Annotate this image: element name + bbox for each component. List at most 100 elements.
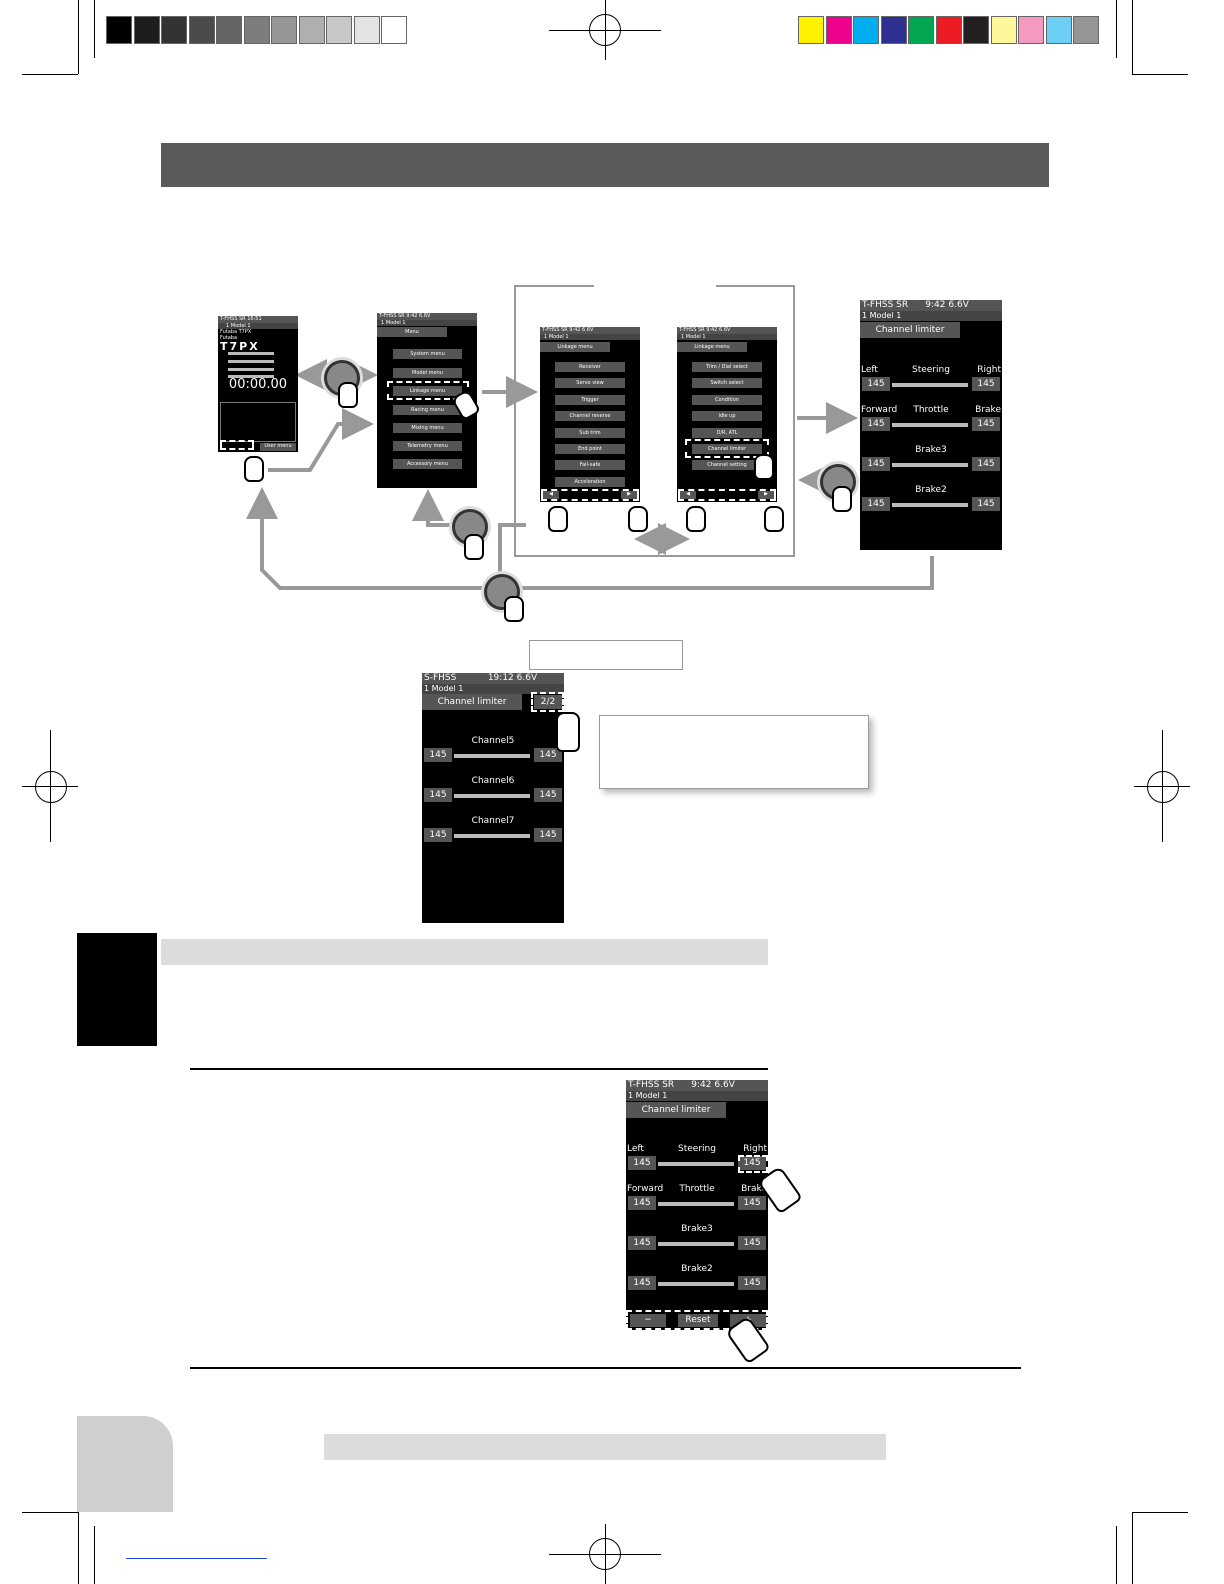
menu-item-telemetry[interactable]: Telemetry menu	[393, 441, 462, 451]
status-bar: S-FHSS 19:12 6.6V	[422, 673, 564, 684]
left-limit-value[interactable]: 145	[424, 748, 452, 762]
crop-mark	[1132, 1512, 1133, 1584]
menu-item-mixing[interactable]: Mixing menu	[393, 423, 462, 433]
right-limit-value[interactable]: 145	[738, 1236, 766, 1250]
channel-name: Channel6	[471, 776, 515, 786]
right-limit-value[interactable]: 145	[534, 828, 562, 842]
menu-item-servo-view[interactable]: Servo view	[555, 378, 625, 388]
color-swatch	[188, 16, 215, 44]
section-header-bar	[161, 143, 1049, 187]
hand-pointer-icon	[686, 506, 706, 532]
crop-mark	[1132, 1512, 1188, 1513]
touch-area-highlight	[738, 1155, 768, 1173]
left-limit-value[interactable]: 145	[862, 417, 890, 431]
color-swatch	[935, 16, 962, 44]
trim-bar	[228, 368, 274, 371]
menu-item-racing[interactable]: Racing menu	[393, 405, 462, 415]
page-indicator-button[interactable]: 2/2	[534, 695, 562, 709]
hand-pointer-icon	[338, 382, 358, 408]
clock: 19:12	[487, 673, 514, 683]
color-swatch	[1045, 16, 1072, 44]
touch-area-highlight	[531, 692, 564, 712]
next-page-button[interactable]: ▶	[758, 491, 774, 499]
menu-item-channel-limiter[interactable]: Channel limiter	[692, 444, 762, 454]
menu-item-channel-setting[interactable]: Channel setting	[692, 460, 762, 470]
decrease-button[interactable]: −	[630, 1314, 666, 1327]
right-limit-value[interactable]: 145	[972, 377, 1000, 391]
right-limit-value[interactable]: 145	[972, 417, 1000, 431]
menu-item-idle-up[interactable]: Idle up	[692, 411, 762, 421]
left-limit-value[interactable]: 145	[628, 1156, 656, 1170]
left-label: Forward	[627, 1184, 664, 1194]
right-label: Right	[977, 365, 1001, 375]
menu-item-condition[interactable]: Condition	[692, 395, 762, 405]
menu-item-receiver[interactable]: Receiver	[555, 362, 625, 372]
prev-page-button[interactable]: ◀	[543, 491, 559, 499]
left-limit-value[interactable]: 145	[628, 1276, 656, 1290]
left-limit-value[interactable]: 145	[424, 828, 452, 842]
color-swatch	[271, 16, 297, 44]
left-limit-value[interactable]: 145	[862, 377, 890, 391]
status-bar: T-FHSS SR 9:42 6.6V	[677, 327, 777, 334]
chapter-side-tab	[77, 933, 157, 1046]
color-swatch	[908, 16, 934, 44]
menu-item-dr-atl[interactable]: D/R, ATL	[692, 428, 762, 438]
status-bar: T-FHSS SR 9:42 6.6V	[540, 327, 640, 334]
right-limit-value[interactable]: 145	[972, 497, 1000, 511]
menu-item-channel-reverse[interactable]: Channel reverse	[555, 411, 625, 421]
user-menu-button[interactable]: User menu	[260, 443, 296, 451]
status-text: T-FHSS SR	[862, 300, 909, 310]
left-limit-value[interactable]: 145	[862, 457, 890, 471]
status-text: T-FHSS SR	[542, 327, 568, 333]
color-swatch	[381, 16, 407, 44]
limit-range-bar	[658, 1282, 734, 1286]
next-page-button[interactable]: ▶	[621, 491, 637, 499]
left-limit-value[interactable]: 145	[424, 788, 452, 802]
right-limit-value[interactable]: 145	[738, 1276, 766, 1290]
menu-item-trim-dial-select[interactable]: Trim / Dial select	[692, 362, 762, 372]
right-limit-value[interactable]: 145	[534, 748, 562, 762]
menu-item-linkage[interactable]: Linkage menu	[393, 386, 462, 396]
color-swatch	[1073, 16, 1099, 44]
timer[interactable]: 00:00.00	[228, 377, 288, 392]
screen-title: Channel limiter	[626, 1102, 726, 1118]
menu-item-fail-safe[interactable]: Fail-safe	[555, 460, 625, 470]
color-swatch	[798, 16, 824, 44]
right-limit-value[interactable]: 145	[972, 457, 1000, 471]
right-limit-value[interactable]: 145	[738, 1156, 766, 1170]
registration-target	[549, 1524, 661, 1584]
limit-range-bar	[658, 1162, 734, 1166]
left-limit-value[interactable]: 145	[862, 497, 890, 511]
footer-link-line	[126, 1558, 267, 1559]
menu-item-system[interactable]: System menu	[393, 349, 462, 359]
menu-item-trigger[interactable]: Trigger	[555, 395, 625, 405]
screen-title: Linkage menu	[540, 342, 610, 352]
right-label: Right	[743, 1144, 767, 1154]
hand-pointer-icon	[556, 712, 580, 752]
touch-area-highlight	[387, 381, 469, 400]
prev-page-button[interactable]: ◀	[680, 491, 696, 499]
reset-button[interactable]: Reset	[678, 1314, 718, 1327]
page-number-tab	[77, 1416, 173, 1512]
left-limit-value[interactable]: 145	[628, 1236, 656, 1250]
right-limit-value[interactable]: 145	[534, 788, 562, 802]
trim-bar	[228, 375, 274, 378]
channel-name: Brake3	[915, 445, 947, 455]
hand-pointer-icon	[504, 596, 524, 622]
channel-name: Throttle	[913, 405, 949, 415]
right-limit-value[interactable]: 145	[738, 1196, 766, 1210]
menu-item-end-point[interactable]: End point	[555, 444, 625, 454]
menu-item-switch-select[interactable]: Switch select	[692, 378, 762, 388]
menu-item-acceleration[interactable]: Acceleration	[555, 477, 625, 487]
model-name: 1 Model 1	[626, 1091, 768, 1101]
left-limit-value[interactable]: 145	[628, 1196, 656, 1210]
menu-item-sub-trim[interactable]: Sub trim	[555, 428, 625, 438]
color-swatch	[880, 16, 907, 44]
model-name: 1 Model 1	[377, 320, 477, 326]
brand-text: Futaba	[220, 335, 238, 341]
menu-item-accessory[interactable]: Accessory menu	[393, 459, 462, 469]
right-label: Brake	[741, 1184, 767, 1194]
color-swatch	[106, 16, 132, 44]
menu-item-model[interactable]: Model menu	[393, 368, 462, 378]
flow-arrows	[246, 285, 934, 669]
